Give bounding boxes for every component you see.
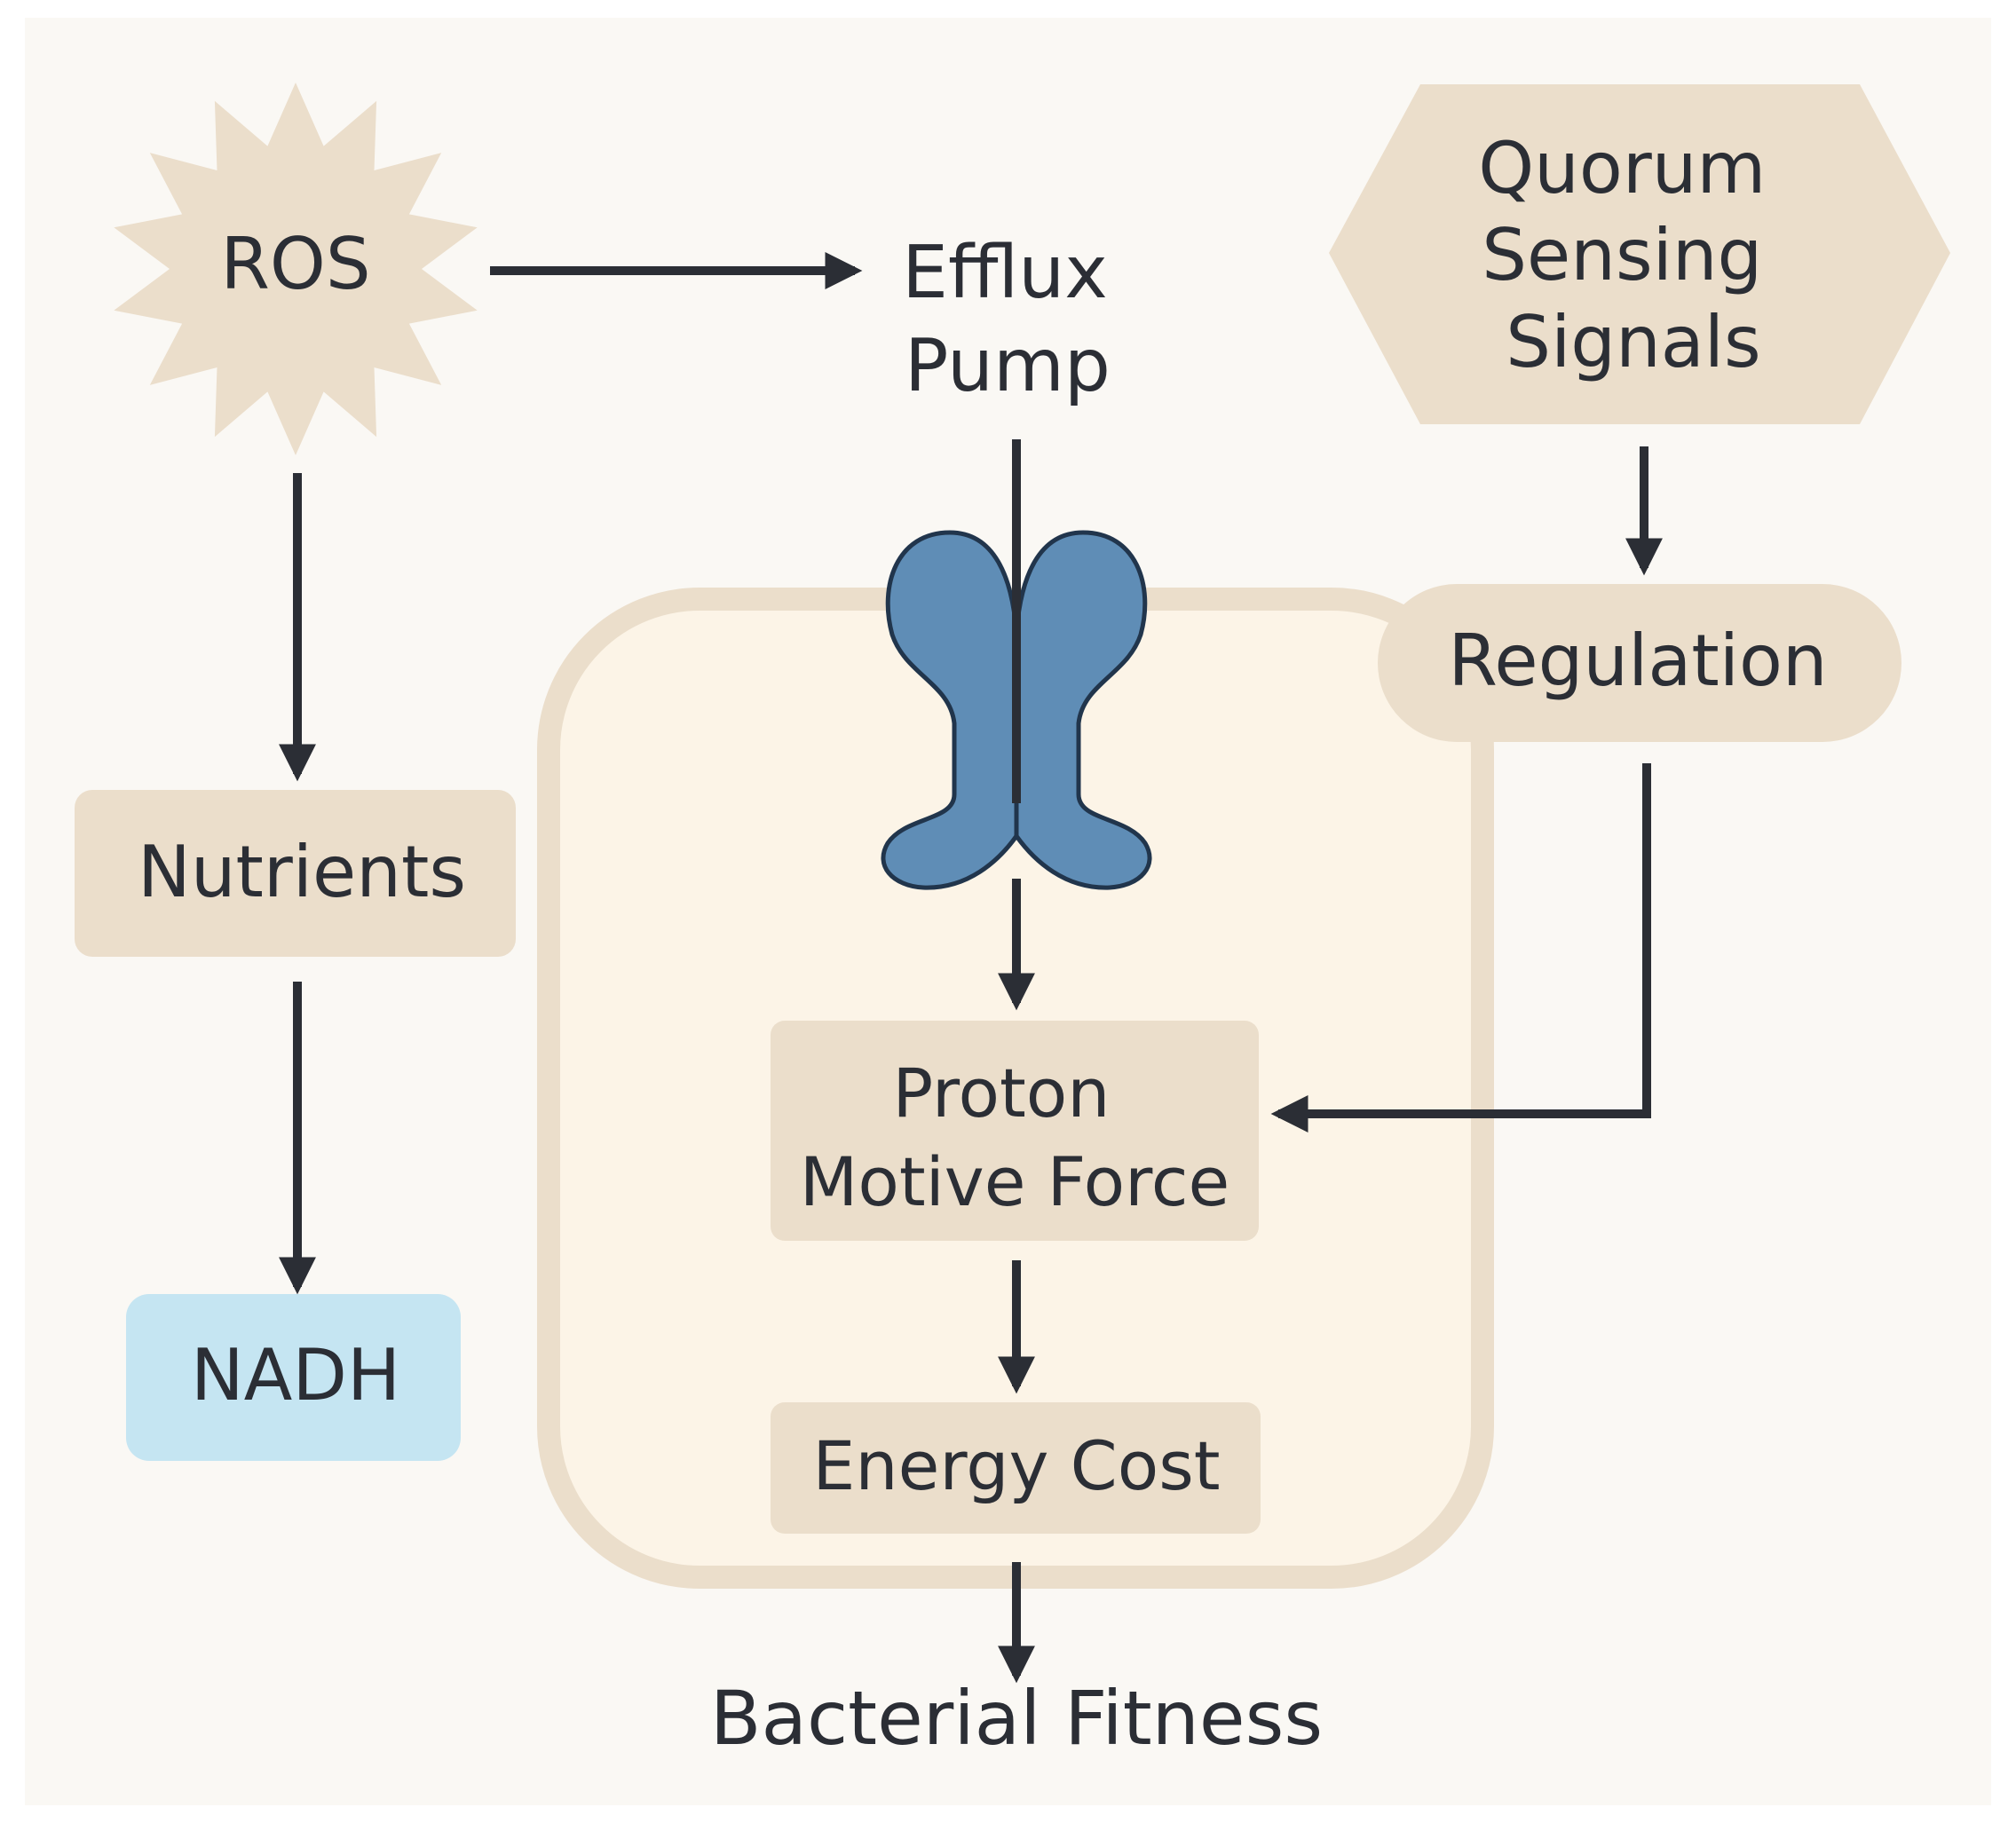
quorum-hexagon-shape — [1329, 84, 1950, 424]
ros-node: ROS — [114, 83, 478, 455]
nutrients-label: Nutrients — [138, 831, 466, 913]
efflux-pump-protein-icon — [881, 530, 1152, 890]
nadh-label: NADH — [191, 1334, 400, 1417]
quorum-sensing-node: Quorum Sensing Signals — [1329, 84, 1950, 424]
regulation-node: Regulation — [1378, 584, 1901, 742]
proton-motive-force-node: Proton Motive Force — [771, 1021, 1259, 1241]
ros-starburst-icon — [114, 83, 478, 455]
regulation-pill — [1378, 584, 1901, 742]
pmf-label: Proton Motive Force — [800, 1054, 1230, 1221]
energy-cost-label: Energy Cost — [812, 1426, 1220, 1505]
nadh-box — [126, 1294, 461, 1461]
bacterial-fitness-label: Bacterial Fitness — [710, 1675, 1323, 1762]
nutrients-node: Nutrients — [75, 790, 516, 957]
energy-cost-box — [771, 1402, 1261, 1534]
pump-left-lobe — [881, 530, 1019, 890]
pmf-box — [771, 1021, 1259, 1241]
ros-label: ROS — [220, 223, 370, 305]
regulation-label: Regulation — [1448, 620, 1827, 702]
energy-cost-node: Energy Cost — [771, 1402, 1261, 1534]
quorum-sensing-label: Quorum Sensing Signals — [1478, 127, 1789, 383]
nutrients-box — [75, 790, 516, 957]
pump-right-lobe — [1014, 530, 1152, 890]
efflux-pump-label: Efflux Pump — [902, 231, 1131, 408]
arrows — [279, 252, 1663, 1684]
arrow-regulation-to-pmf — [1270, 763, 1651, 1132]
nadh-node: NADH — [126, 1294, 461, 1461]
